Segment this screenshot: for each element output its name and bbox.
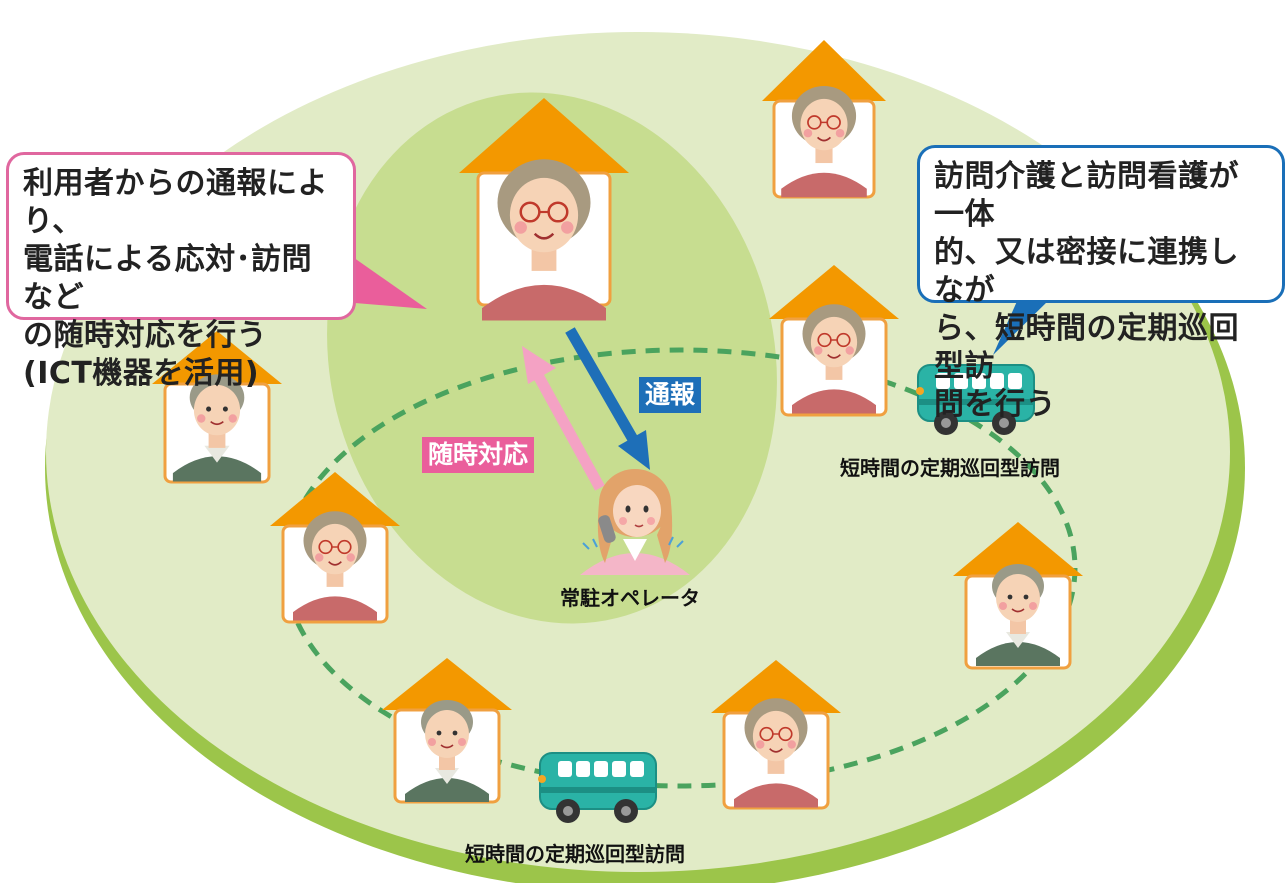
house-icon — [459, 98, 629, 173]
house-mid-left — [270, 472, 400, 624]
house-top-center — [459, 98, 629, 322]
operator-label: 常駐オペレータ — [560, 586, 700, 610]
house-icon — [270, 472, 400, 526]
report-tag: 通報 — [639, 377, 702, 413]
house-bottom-left — [382, 658, 512, 804]
callout-regular-visits: 訪問介護と訪問看護が一体 的、又は密接に連携しなが ら、短時間の定期巡回型訪 問… — [917, 145, 1285, 422]
house-bottom-right — [711, 660, 841, 810]
report-arrow — [565, 327, 650, 470]
operator-icon — [580, 469, 690, 575]
house-icon — [762, 40, 886, 101]
right-callout-tail — [993, 299, 1050, 355]
house-right-upper — [769, 265, 899, 417]
house-left — [152, 331, 282, 484]
house-icon — [382, 658, 512, 710]
patrol-route — [282, 347, 1078, 789]
house-icon — [953, 522, 1083, 576]
response-tag: 随時対応 — [422, 437, 535, 473]
house-right — [953, 522, 1083, 670]
route-label-bottom: 短時間の定期巡回型訪問 — [465, 842, 685, 866]
house-icon — [152, 331, 282, 384]
house-top-right — [762, 40, 886, 199]
route-label-right: 短時間の定期巡回型訪問 — [840, 456, 1060, 480]
house-icon — [711, 660, 841, 713]
response-arrow — [522, 346, 605, 491]
house-icon — [769, 265, 899, 319]
callout-on-demand-response: 利用者からの通報により、 電話による応対･訪問など の随時対応を行う (ICT機… — [6, 152, 356, 391]
